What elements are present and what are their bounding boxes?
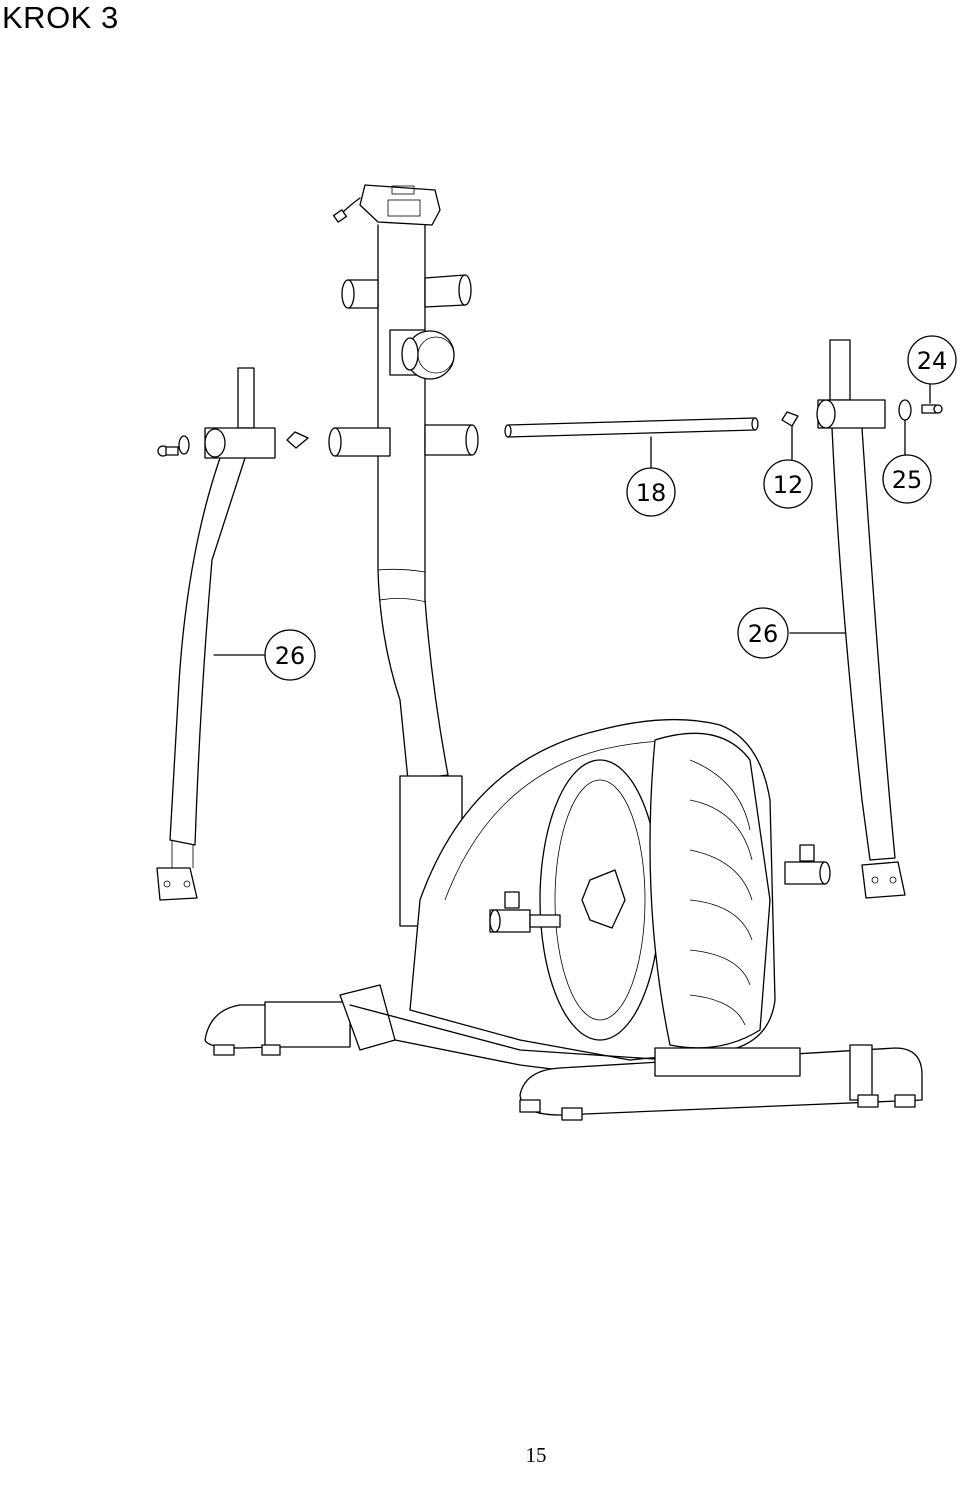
callout-label-25: 25 <box>892 466 923 494</box>
callout-26-right: 26 <box>737 607 789 659</box>
front-stabilizer <box>519 1044 923 1121</box>
callout-label-24: 24 <box>917 347 948 375</box>
left-bolt-washer <box>157 431 309 457</box>
tension-knob <box>389 329 455 380</box>
callout-18: 18 <box>626 467 676 517</box>
page-number: 15 <box>525 1443 547 1467</box>
callout-label-26-left: 26 <box>275 642 306 670</box>
frame-base <box>349 1004 671 1071</box>
left-leg-26 <box>156 367 276 901</box>
step-title: KROK 3 <box>2 0 119 35</box>
callout-label-12: 12 <box>773 471 804 499</box>
callout-26-left: 26 <box>264 629 316 681</box>
right-washer-bolt <box>781 399 943 427</box>
axle-rod-18 <box>504 417 759 438</box>
handlebar-tube <box>341 274 472 309</box>
console-bracket <box>332 184 441 226</box>
callout-12: 12 <box>763 459 813 509</box>
flywheel-housing <box>409 718 776 1061</box>
callout-25: 25 <box>882 454 932 504</box>
right-leg-26 <box>816 339 906 899</box>
callout-leaders <box>213 381 931 656</box>
housing-mount-bolts <box>489 844 831 933</box>
callout-label-26-right: 26 <box>748 620 779 648</box>
front-cross-tube <box>328 424 479 457</box>
callout-label-18: 18 <box>636 479 667 507</box>
callout-24: 24 <box>907 335 957 385</box>
rear-stabilizer <box>204 984 396 1056</box>
